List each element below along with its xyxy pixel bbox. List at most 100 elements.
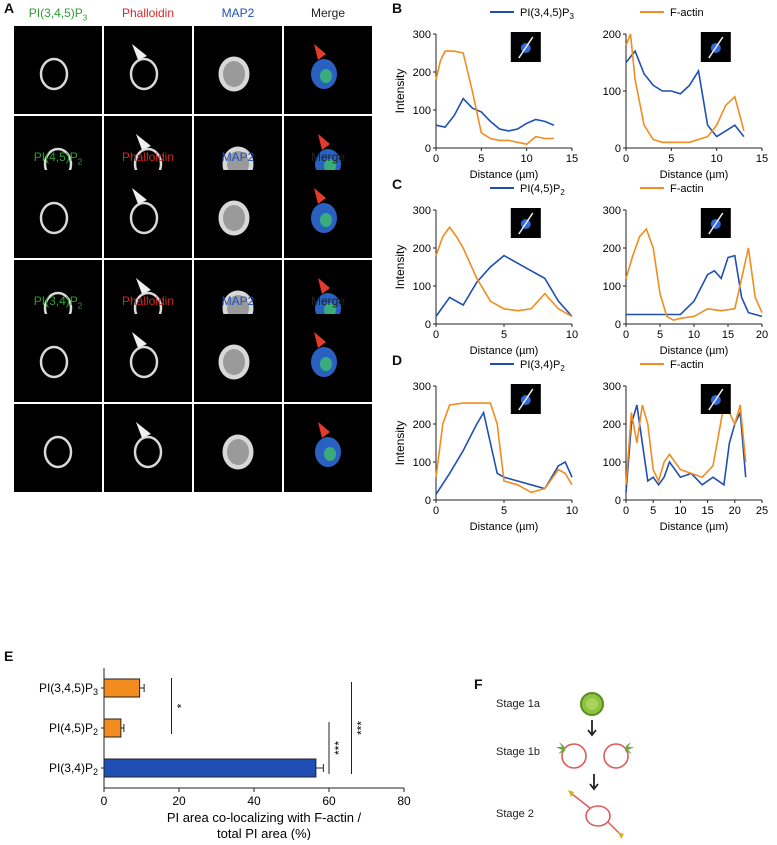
x-tick-label: 10 — [566, 329, 578, 341]
x-tick-label: 5 — [657, 329, 663, 341]
stage-2-label: Stage 2 — [496, 808, 534, 820]
column-header-0-1: Phalloidin — [104, 6, 192, 20]
y-tick-label: 100 — [603, 281, 621, 293]
y-tick-label: 200 — [603, 243, 621, 255]
micrograph-cell — [194, 404, 282, 492]
actin-protrusion — [132, 44, 147, 60]
x-axis-label: Distance (µm) — [660, 345, 729, 357]
micrograph-image — [43, 435, 73, 469]
micrograph-image — [218, 56, 250, 92]
x-tick-label: 20 — [756, 329, 768, 341]
panel-letter-e: E — [4, 648, 14, 664]
column-header-text: MAP2 — [221, 150, 255, 164]
x-tick-label: 10 — [711, 153, 723, 165]
micrograph-cell — [194, 314, 282, 402]
x-tick-label: 5 — [668, 153, 674, 165]
series-line-f-actin — [435, 50, 554, 146]
x-tick-label: 5 — [501, 505, 507, 517]
column-header-2-3: Merge — [284, 294, 372, 308]
legend-d-pi-label: PI(3,4)P2 — [520, 359, 565, 372]
y-tick-label: 100 — [413, 105, 431, 117]
column-header-subscript: 2 — [77, 157, 83, 167]
y-tick-label: 0 — [615, 319, 621, 331]
stage-1b-cell-left — [561, 743, 587, 769]
micrograph-cell — [14, 26, 102, 114]
micrograph-image — [218, 344, 250, 380]
category-label: PI(3,4,5)P3 — [39, 681, 98, 697]
micrograph-image — [39, 201, 69, 235]
x-tick-label: 0 — [623, 329, 629, 341]
merge-actin-signal — [314, 332, 326, 348]
micrograph-image — [218, 200, 250, 236]
x-axis-label-line2: total PI area (%) — [217, 826, 311, 840]
column-header-text: Phalloidin — [121, 6, 175, 20]
micrograph-image — [311, 332, 337, 377]
category-label: PI(4,5)P2 — [49, 721, 98, 737]
micrograph-cell — [104, 404, 192, 492]
micrograph-cell — [284, 404, 372, 492]
y-tick-label: 0 — [425, 495, 431, 507]
column-header-text: Merge — [310, 6, 345, 20]
column-header-text: Merge — [310, 150, 345, 164]
series-line-f-actin — [435, 402, 573, 494]
cell-outline — [218, 200, 250, 236]
micrograph-cell — [104, 170, 192, 258]
column-header-text: MAP2 — [221, 294, 255, 308]
column-header-text: Merge — [310, 294, 345, 308]
panel-letter-a: A — [4, 0, 15, 16]
x-tick-label: 60 — [322, 794, 336, 808]
stage-1a-nucleus — [586, 698, 598, 710]
inset-line-scan — [518, 388, 534, 411]
legend-d: PI(3,4)P2 F-actin — [490, 356, 770, 373]
x-axis-label: Distance (µm) — [470, 521, 539, 533]
cell-outline — [218, 56, 250, 92]
merge-pi-signal — [320, 213, 332, 227]
x-tick-label: 5 — [501, 329, 507, 341]
x-axis-label-line1: PI area co-localizing with F-actin / — [167, 810, 362, 825]
legend-b-actin-label: F-actin — [670, 7, 704, 19]
micrograph-cell — [194, 170, 282, 258]
column-header-1-0: PI(4,5)P2 — [14, 150, 102, 166]
legend-c-pi-label: PI(4,5)P2 — [520, 183, 565, 196]
micrograph-cell — [194, 26, 282, 114]
micrograph-cell — [14, 314, 102, 402]
series-line-f-actin — [625, 33, 745, 144]
series-line-f-actin — [625, 227, 763, 322]
cell-outline — [39, 57, 69, 91]
stage-diagram-svg — [556, 692, 634, 839]
column-header-1-1: Phalloidin — [104, 150, 192, 164]
micrograph-image — [311, 44, 337, 89]
x-axis-label: Distance (µm) — [660, 169, 729, 181]
y-tick-label: 100 — [413, 281, 431, 293]
x-tick-label: 0 — [101, 794, 108, 808]
merge-pi-signal — [324, 447, 336, 461]
micrograph-image — [311, 188, 337, 233]
x-tick-label: 15 — [701, 505, 713, 517]
x-tick-label: 5 — [650, 505, 656, 517]
x-tick-label: 15 — [566, 153, 578, 165]
y-tick-label: 100 — [603, 457, 621, 469]
cell-outline — [133, 435, 163, 469]
x-tick-label: 15 — [756, 153, 768, 165]
merge-pi-signal — [320, 69, 332, 83]
panel-letter-c: C — [392, 176, 403, 192]
y-tick-label: 200 — [413, 243, 431, 255]
x-tick-label: 80 — [397, 794, 411, 808]
merge-actin-signal — [314, 188, 326, 204]
legend-d-svg: PI(3,4)P2 F-actin — [490, 359, 704, 373]
bar — [103, 758, 317, 778]
x-tick-label: 0 — [433, 505, 439, 517]
x-tick-label: 0 — [433, 329, 439, 341]
x-tick-label: 20 — [172, 794, 186, 808]
growth-cone-bottom — [618, 832, 624, 839]
micrograph-image — [129, 44, 159, 91]
cell-fill — [223, 349, 245, 375]
micrograph-cell — [284, 170, 372, 258]
